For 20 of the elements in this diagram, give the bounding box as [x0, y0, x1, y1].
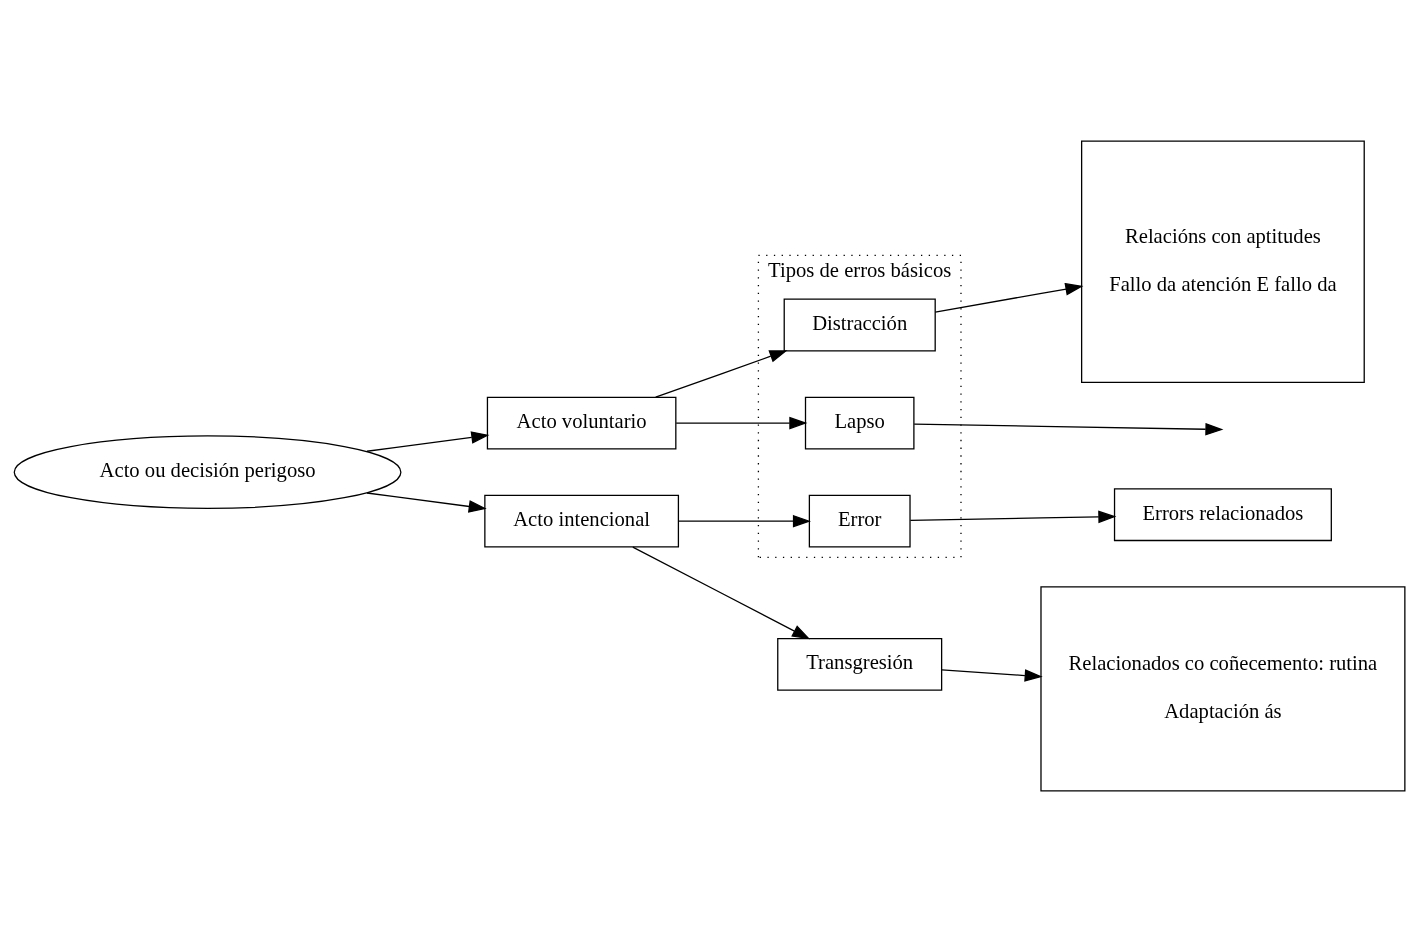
arrow [677, 514, 811, 528]
arrow [632, 546, 811, 640]
arrow [366, 492, 487, 513]
node-box: Error [808, 494, 911, 548]
arrow [934, 282, 1084, 313]
arrow [941, 669, 1043, 682]
node-box: Acto intencional [484, 494, 680, 548]
arrow [909, 510, 1117, 524]
arrow [913, 422, 1224, 436]
node-box: Lapso [804, 396, 915, 450]
node-box: Relacións con aptitudes Fallo da atención E fallo da [1081, 140, 1365, 384]
node-ellipse: Acto ou decisión perigoso [13, 435, 402, 509]
arrow [655, 350, 788, 398]
arrow [675, 416, 808, 430]
node-box: Transgresión [777, 637, 943, 691]
node-box: Errors relacionados [1113, 488, 1332, 542]
arrow [366, 431, 490, 452]
node-box: Relacionados co coñecemento: rutina Adaptación ás [1040, 586, 1406, 792]
node-box: Distracción [783, 298, 936, 352]
node-box: Acto voluntario [486, 396, 677, 450]
